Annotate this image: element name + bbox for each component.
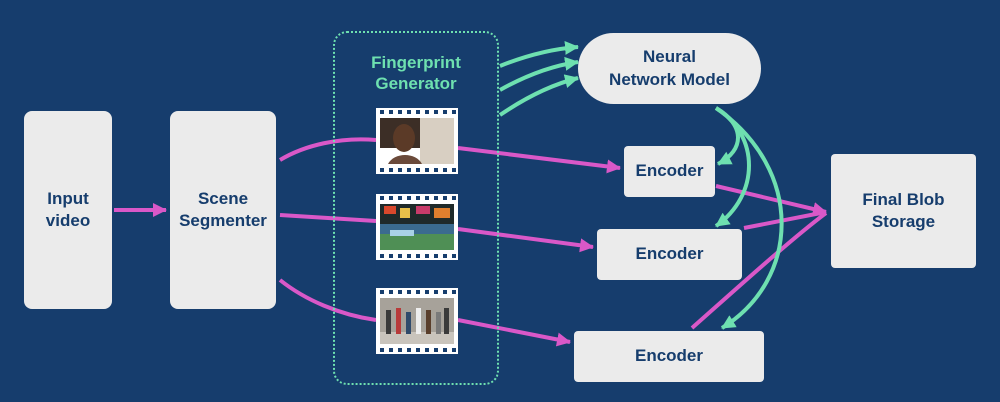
fingerprint-generator-label: Fingerprint Generator (371, 53, 461, 94)
scene-thumbnail-2 (376, 194, 458, 260)
input-video-label: Input video (45, 188, 91, 230)
encoder-label-1: Encoder (635, 161, 704, 181)
arrow-fingerprint-to-neural-3 (498, 74, 579, 117)
encoder-label-3: Encoder (634, 346, 704, 366)
arrow-encoder-1-to-blob (715, 184, 827, 216)
arrow-neural-to-encoder-3 (714, 106, 784, 330)
arrow-encoder-2-to-blob (743, 210, 827, 230)
neural-network-model-node: Neural Network Model (578, 33, 761, 104)
arrow-segmenter-to-scene-2 (279, 213, 377, 223)
arrow-encoder-3-to-blob (690, 211, 828, 330)
arrow-scene-1-to-encoder-1 (457, 146, 621, 174)
encoder-node-1: Encoder (624, 146, 715, 197)
scene-thumbnail-3 (376, 288, 458, 354)
arrow-scene-3-to-encoder-3 (457, 318, 571, 347)
final-blob-storage-node: Final Blob Storage (831, 154, 976, 268)
arrow-neural-to-encoder-2 (714, 106, 751, 228)
scene-thumbnail-1 (376, 108, 458, 174)
arrow-scene-2-to-encoder-2 (457, 227, 594, 253)
fingerprint-generator-group (333, 31, 499, 385)
arrow-fingerprint-to-neural-1 (499, 40, 579, 68)
input-video-node: Input video (24, 111, 112, 309)
encoder-label-2: Encoder (635, 244, 704, 264)
neural-network-model-label: Neural Network Model (609, 47, 730, 89)
arrow-fingerprint-to-neural-2 (499, 56, 579, 92)
final-blob-storage-label: Final Blob Storage (862, 189, 945, 231)
scene-segmenter-label: Scene Segmenter (179, 188, 267, 230)
encoder-node-3: Encoder (574, 331, 764, 382)
scene-segmenter-node: Scene Segmenter (170, 111, 276, 309)
encoder-node-2: Encoder (597, 229, 742, 280)
arrow-segmenter-to-scene-1 (278, 137, 377, 162)
arrow-segmenter-to-scene-3 (278, 278, 377, 322)
